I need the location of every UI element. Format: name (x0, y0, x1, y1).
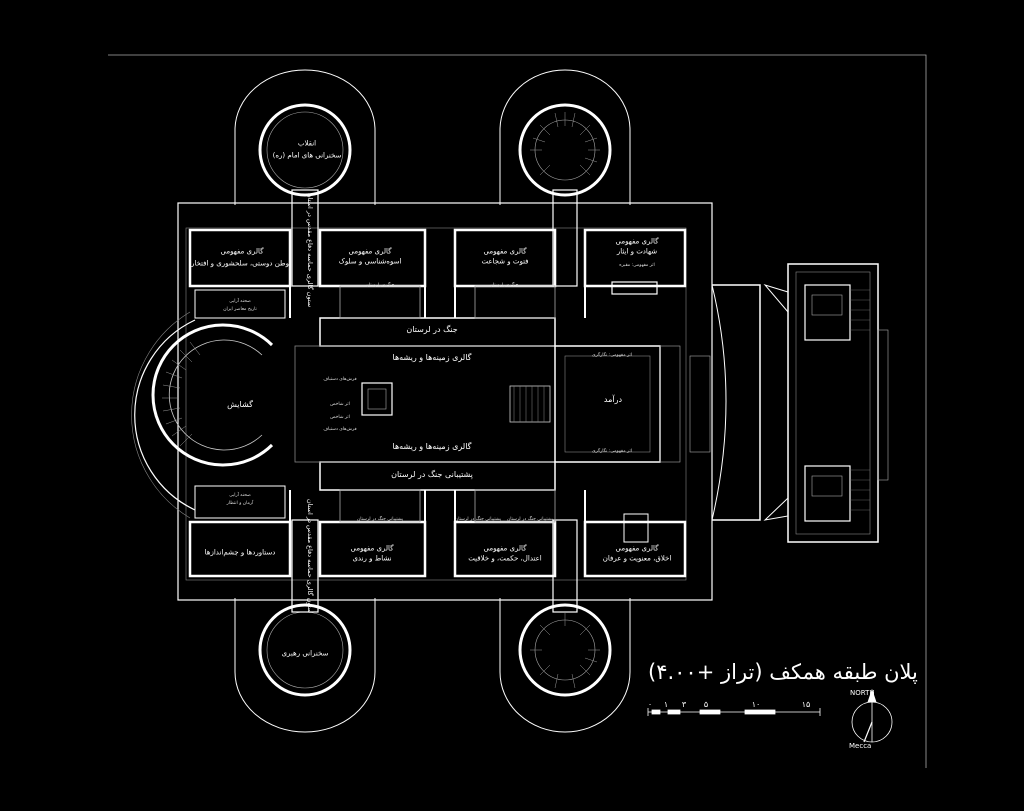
label-sahne-1a: صحنه آرایی (229, 299, 251, 305)
label-note-4: اثر شاخص (330, 415, 350, 421)
label-sahne-2a: صحنه آرایی (229, 493, 251, 499)
label-jang-lorestan: جنگ در لرستان (406, 325, 458, 334)
label-gallery-4a: گالری مفهومی (615, 237, 659, 246)
label-jang-small-1: جنگ در لرستان (365, 283, 395, 289)
label-posht-small-3: پشتیبانی جنگ در لرستان (506, 517, 554, 523)
label-gallery-5b: نشاط و رندی (352, 554, 392, 563)
drawing-title: پلان طبقه همکف (تراز +۴.۰۰) (648, 660, 918, 684)
label-dastavard: دستاوردها و چشم‌اندازها (204, 548, 276, 557)
label-sahne-2b: آرمان و انتظار (226, 501, 254, 507)
east-porch (712, 284, 761, 521)
label-note-2: اثر مفهومی: نگارگری (591, 449, 633, 455)
label-gallery-7b: اخلاق، معنویت و عرفان (602, 554, 672, 563)
east-pavilion (787, 263, 879, 543)
scale-tick-3: ۳ (681, 700, 687, 709)
label-poshtibani: پشتیبانی جنگ در لرستان (391, 470, 473, 479)
scale-tick-1: ۱ (663, 700, 669, 709)
label-gallery-7a: گالری مفهومی (615, 544, 659, 553)
label-carpet-2: فرش‌های دستباف (323, 427, 357, 433)
label-daramad: درآمد (603, 395, 623, 404)
label-gallery-2b: اسوه‌شناسی و سلوک (338, 257, 402, 266)
main-building-outline (177, 202, 713, 601)
label-enghelab: انقلاب (297, 139, 317, 148)
west-rotunda (134, 319, 196, 511)
label-jang-small-2: جنگ در لرستان (489, 283, 519, 289)
mecca-label: Mecca (849, 742, 872, 750)
label-posht-small-1: پشتیبانی جنگ در لرستان (356, 517, 404, 523)
label-corridor-top: ستون گالری حماسه دفاع مقدس در استان (306, 192, 314, 308)
gallery-room-1 (188, 228, 292, 288)
label-corridor-bottom: ستون گالری حماسه دفاع مقدس در استان (306, 498, 314, 614)
label-gallery-6a: گالری مفهومی (483, 544, 527, 553)
tower-ne (499, 69, 631, 205)
label-carpet-1: فرش‌های دستباف (323, 377, 357, 383)
tower-se (499, 598, 631, 733)
label-gallery-1b: وطن دوستی، سلحشوری و افتخار (191, 259, 289, 268)
label-gallery-3b: فتوت و شجاعت (481, 257, 529, 266)
label-gallery-5a: گالری مفهومی (350, 544, 394, 553)
north-label: NORTH (850, 689, 875, 697)
label-note-1: اثر مفهومی: نگارگری (591, 353, 633, 359)
scale-tick-10: ۱۰ (751, 700, 761, 709)
label-zamine-top: گالری زمینه‌ها و ریشه‌ها (392, 353, 472, 362)
scale-tick-0: ۰ (647, 700, 653, 709)
label-zamine-bottom: گالری زمینه‌ها و ریشه‌ها (392, 442, 472, 451)
label-sahne-1b: تاریخ معاصر ایران (223, 307, 257, 313)
label-gallery-3a: گالری مفهومی (483, 247, 527, 256)
label-goshayesh: گشایش (227, 400, 253, 409)
tower-nw (234, 69, 376, 205)
label-imam-speeches: سخنرانی های امام (ره) (272, 151, 342, 160)
label-gallery-2a: گالری مفهومی (348, 247, 392, 256)
label-leader-speeches: سخنرانی رهبری (281, 649, 329, 658)
north-arrow-icon (851, 688, 893, 743)
label-gallery-4b: شهادت و ایثار (616, 247, 658, 256)
label-posht-small-2: پشتیبانی جنگ در لرستان (454, 517, 502, 523)
label-gallery-6b: اعتدال، حکمت، و خلاقیت (468, 554, 542, 563)
scale-bar (647, 708, 821, 716)
label-note-3: اثر شاخص (330, 402, 350, 408)
label-gallery-1a: گالری مفهومی (220, 247, 264, 256)
scale-tick-5: ۵ (703, 700, 709, 709)
scale-tick-15: ۱۵ (801, 700, 811, 709)
tower-sw (234, 598, 376, 733)
sheet-frame (108, 54, 927, 768)
label-gallery-4-note: اثر مفهومی: مقبره (619, 263, 655, 269)
